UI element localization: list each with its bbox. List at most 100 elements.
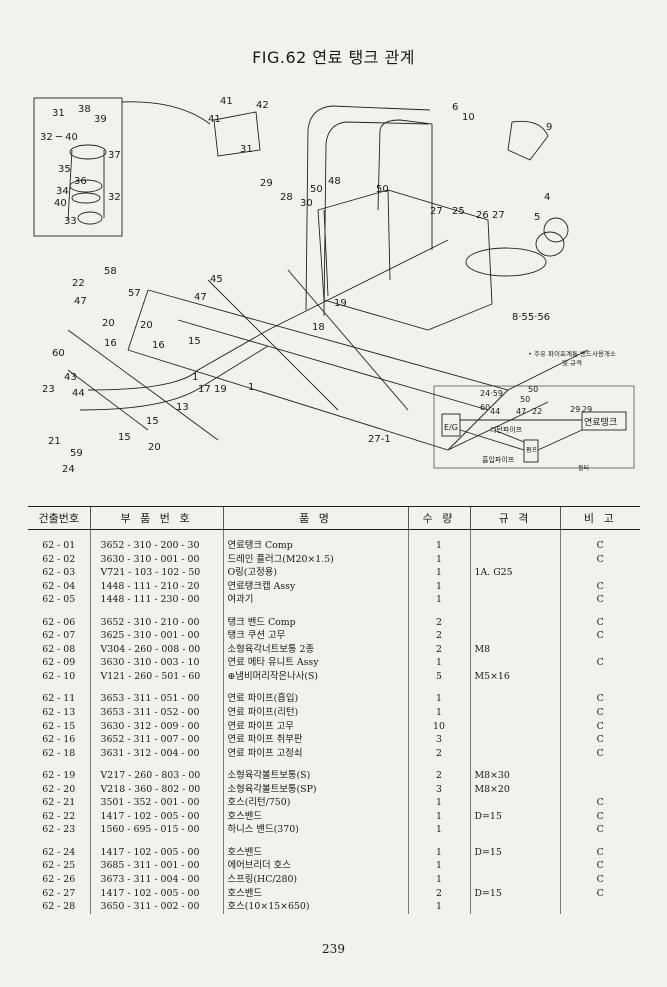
group-spacer	[28, 683, 640, 693]
svg-text:18: 18	[312, 322, 325, 333]
svg-text:32: 32	[108, 192, 121, 203]
svg-text:19: 19	[214, 384, 227, 395]
cell-part: 3501 - 352 - 001 - 00	[89, 796, 223, 810]
cell-part: 1560 - 695 - 015 - 00	[89, 823, 223, 837]
svg-text:20: 20	[140, 320, 153, 331]
cell-name: 연료 파이프(리턴)	[222, 706, 408, 720]
cell-qty: 1	[407, 706, 470, 720]
cell-qty: 1	[407, 796, 470, 810]
cell-name: 하니스 밴드(370)	[222, 823, 408, 837]
cell-qty: 5	[407, 669, 470, 684]
cell-no: 62 - 09	[42, 657, 76, 669]
svg-text:40: 40	[54, 198, 67, 209]
cell-note	[559, 769, 640, 783]
cell-spec	[469, 859, 560, 874]
spacer-cell	[469, 836, 560, 846]
group-spacer	[28, 760, 640, 770]
cell-spec: M5×16	[469, 669, 560, 684]
spacer-cell	[28, 837, 90, 846]
svg-text:29: 29	[260, 178, 273, 189]
svg-text:60: 60	[480, 403, 490, 412]
spacer-cell	[89, 836, 223, 846]
cell-qty: 1	[407, 873, 470, 887]
cell-spec	[469, 615, 560, 630]
cell-no: 62 - 11	[42, 693, 76, 705]
cell-note: C	[559, 886, 640, 901]
svg-text:리턴파이프: 리턴파이프	[490, 425, 523, 434]
cell-part: V721 - 103 - 102 - 50	[89, 566, 223, 580]
svg-text:27: 27	[492, 210, 505, 221]
cell-spec: M8×20	[469, 782, 560, 797]
svg-text:28: 28	[280, 192, 293, 203]
cell-part: V121 - 260 - 501 - 60	[89, 669, 223, 684]
spacer-cell	[407, 529, 470, 539]
cell-spec	[469, 900, 560, 914]
svg-text:58: 58	[104, 266, 117, 277]
cell-qty: 1	[407, 593, 470, 607]
cell-no: 62 - 01	[42, 540, 76, 551]
cell-name: 호스(10×15×650)	[222, 900, 408, 914]
cell-part: V217 - 260 - 803 - 00	[89, 769, 223, 783]
spacer-cell	[559, 836, 640, 846]
svg-text:1: 1	[248, 382, 254, 393]
svg-text:31: 31	[240, 144, 253, 155]
svg-text:30: 30	[300, 198, 313, 209]
svg-text:15: 15	[188, 336, 201, 347]
cell-spec: D=15	[469, 845, 560, 860]
cell-no: 62 - 13	[42, 707, 76, 719]
cell-part: 3631 - 312 - 004 - 00	[89, 746, 223, 761]
cell-qty: 1	[407, 692, 470, 707]
svg-text:35: 35	[58, 164, 71, 175]
cell-spec	[469, 539, 560, 553]
cell-part: 1448 - 111 - 230 - 00	[89, 593, 223, 607]
cell-no: 62 - 24	[42, 846, 76, 858]
cell-no: 62 - 20	[42, 783, 76, 795]
cell-name: 소형육각너트보통 2종	[222, 642, 408, 657]
cell-part: 1417 - 102 - 005 - 00	[89, 845, 223, 860]
svg-text:48: 48	[328, 176, 341, 187]
cell-part: 3630 - 310 - 001 - 00	[89, 552, 223, 567]
svg-text:43: 43	[64, 372, 77, 383]
svg-text:25: 25	[452, 206, 465, 217]
cell-name: 연료탱크 Comp	[222, 539, 408, 553]
col-header-qty: 수 량	[407, 506, 470, 530]
spacer-cell	[222, 606, 408, 616]
svg-text:17: 17	[198, 384, 211, 395]
svg-text:24·59: 24·59	[480, 389, 503, 398]
group-spacer	[28, 529, 640, 539]
svg-text:E/G: E/G	[444, 423, 458, 432]
cell-spec	[469, 873, 560, 887]
cell-spec	[469, 733, 560, 747]
cell-note: C	[559, 552, 640, 567]
cell-part: 1448 - 111 - 210 - 20	[89, 579, 223, 594]
spacer-cell	[407, 836, 470, 846]
svg-text:47: 47	[516, 407, 526, 416]
svg-text:1: 1	[192, 372, 198, 383]
svg-text:9: 9	[546, 122, 552, 133]
svg-text:44: 44	[490, 407, 500, 416]
cell-part: 3630 - 310 - 003 - 10	[89, 656, 223, 670]
cell-name: 드레인 플러그(M20×1.5)	[222, 552, 408, 567]
svg-text:10: 10	[462, 112, 475, 123]
spacer-cell	[222, 836, 408, 846]
cell-note: C	[559, 845, 640, 860]
svg-text:필터: 필터	[578, 464, 589, 472]
spacer-cell	[28, 683, 90, 692]
cell-spec: M8×30	[469, 769, 560, 783]
cell-qty: 1	[407, 845, 470, 860]
spacer-cell	[469, 683, 560, 693]
cell-note: C	[559, 539, 640, 553]
cell-note: C	[559, 859, 640, 874]
cell-qty: 2	[407, 886, 470, 901]
cell-note: C	[559, 746, 640, 761]
cell-part: 3652 - 310 - 210 - 00	[89, 615, 223, 630]
